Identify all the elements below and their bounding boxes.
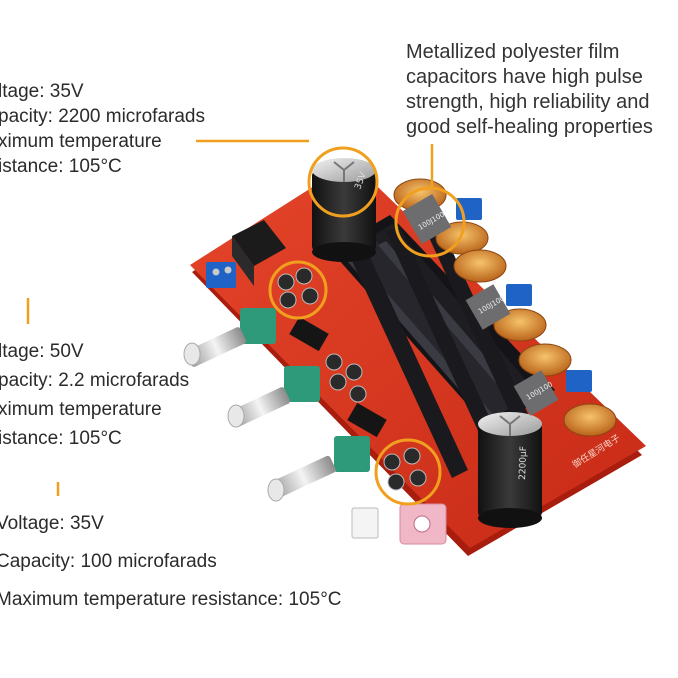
- annotation-cap-2-2: ltage: 50V pacity: 2.2 microfarads ximum…: [0, 340, 189, 451]
- potentiometers: [183, 308, 370, 502]
- annotation-line: pacity: 2.2 microfarads: [0, 370, 190, 391]
- capacitor-2200uf: 35V: [312, 158, 376, 262]
- inductor-coils: [393, 178, 617, 437]
- annotation-line: good self-healing properties: [406, 116, 653, 138]
- film-capacitors: 100J100 100J100 100J100: [402, 194, 559, 416]
- annotation-line: Maximum temperature resistance: 105°C: [0, 589, 342, 610]
- annotation-cap-2200: ltage: 35V pacity: 2200 microfarads ximu…: [0, 80, 205, 179]
- small-capacitors-3: [383, 447, 427, 491]
- annotation-line: capacitors have high pulse: [406, 66, 643, 88]
- capacitor-2200uf-2: 2200µF: [478, 412, 542, 528]
- annotation-line: istance: 105°C: [0, 428, 122, 449]
- highlight-circles: [268, 146, 466, 506]
- annotation-line: Capacity: 100 microfarads: [0, 551, 217, 572]
- small-capacitors-1: [277, 267, 319, 309]
- annotation-line: pacity: 2200 microfarads: [0, 106, 205, 127]
- ic-chips: [289, 316, 387, 438]
- leader-lines: [26, 139, 434, 496]
- small-capacitors-2: [325, 353, 367, 403]
- annotation-cap-100: Voltage: 35V Capacity: 100 microfarads M…: [0, 512, 342, 612]
- annotation-line: ltage: 35V: [0, 81, 84, 102]
- annotation-line: ximum temperature: [0, 131, 162, 152]
- annotation-line: Voltage: 35V: [0, 513, 104, 534]
- annotation-line: ltage: 50V: [0, 341, 84, 362]
- dc-jack: [232, 220, 286, 286]
- capacitor-big-mark: 2200µF: [518, 446, 529, 480]
- annotation-line: istance: 105°C: [0, 156, 122, 177]
- heatsink: [330, 212, 555, 478]
- annotation-film-caps: Metallized polyester film capacitors hav…: [406, 40, 653, 140]
- annotation-line: Metallized polyester film: [406, 41, 620, 63]
- connectors: [351, 503, 447, 545]
- annotation-line: ximum temperature: [0, 399, 162, 420]
- annotation-line: strength, high reliability and: [406, 91, 650, 113]
